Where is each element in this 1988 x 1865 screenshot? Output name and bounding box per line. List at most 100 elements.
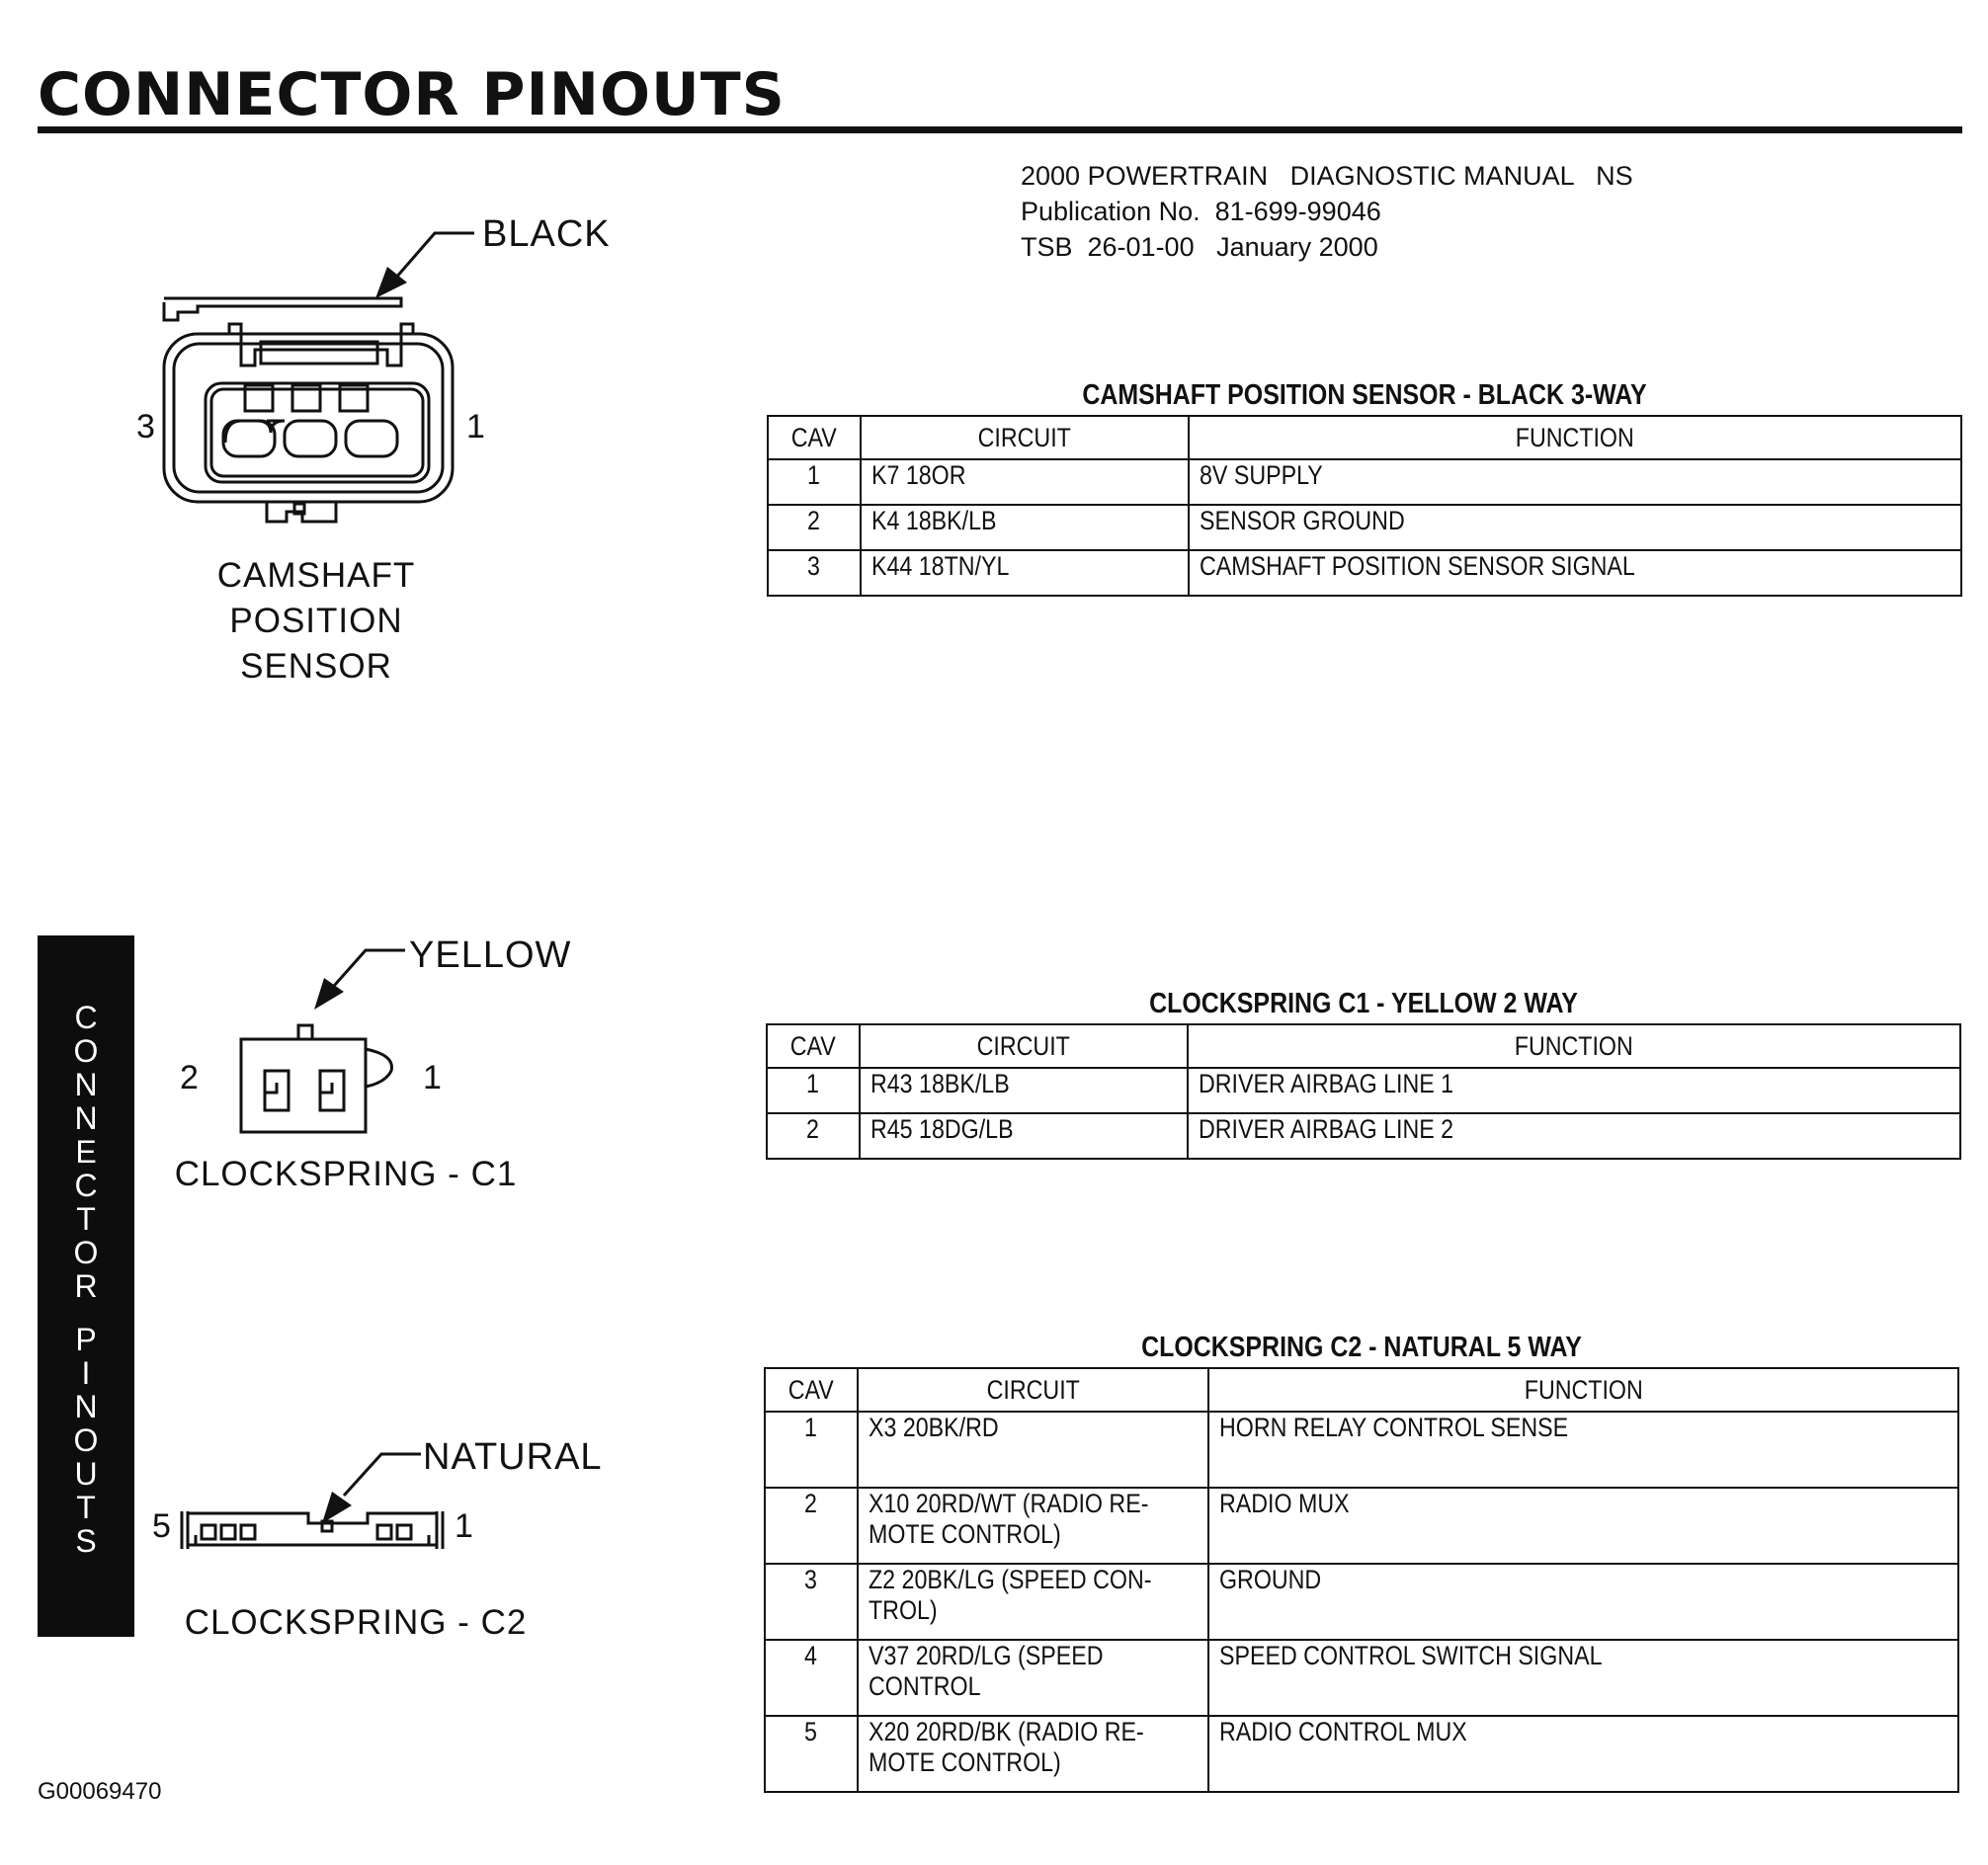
publication-line-1: 2000 POWERTRAIN DIAGNOSTIC MANUAL NS xyxy=(1021,161,1633,191)
header-function: FUNCTION xyxy=(1207,1367,1959,1413)
side-tab-letter: I xyxy=(81,1355,91,1391)
header-cav: CAV xyxy=(767,415,862,460)
table-header-row: CAV CIRCUIT FUNCTION xyxy=(764,1367,1959,1413)
circuit-cell: K4 18BK/LB xyxy=(860,504,1190,551)
header-circuit: CIRCUIT xyxy=(856,1367,1210,1413)
c1-pin-left: 2 xyxy=(180,1059,199,1096)
table-row: 3 K44 18TN/YL CAMSHAFT POSITION SENSOR S… xyxy=(767,549,1962,597)
connector-color-yellow: YELLOW xyxy=(409,934,572,976)
function-cell: SPEED CONTROL SWITCH SIGNAL xyxy=(1207,1639,1959,1717)
table-row: 1 X3 20BK/RD HORN RELAY CONTROL SENSE xyxy=(764,1411,1959,1489)
publication-line-2: Publication No. 81-699-99046 xyxy=(1021,197,1381,226)
table-header-row: CAV CIRCUIT FUNCTION xyxy=(766,1023,1961,1069)
circuit-cell: R45 18DG/LB xyxy=(859,1112,1189,1160)
cav-cell: 1 xyxy=(766,1067,861,1114)
camshaft-connector-label: CAMSHAFT POSITION SENSOR xyxy=(158,553,474,689)
title-rule xyxy=(38,126,1962,133)
function-cell: CAMSHAFT POSITION SENSOR SIGNAL xyxy=(1188,549,1962,597)
function-cell: RADIO CONTROL MUX xyxy=(1207,1715,1959,1793)
publication-info: 2000 POWERTRAIN DIAGNOSTIC MANUAL NS Pub… xyxy=(1021,158,1633,265)
side-tab-letter: T xyxy=(76,1201,96,1237)
table-row: 3 Z2 20BK/LG (SPEED CON-TROL) GROUND xyxy=(764,1563,1959,1641)
publication-line-3: TSB 26-01-00 January 2000 xyxy=(1021,232,1378,262)
cav-cell: 1 xyxy=(767,458,862,506)
function-cell: HORN RELAY CONTROL SENSE xyxy=(1207,1411,1959,1489)
c1-pin-right: 1 xyxy=(423,1059,442,1096)
c1-connector-label: CLOCKSPRING - C1 xyxy=(174,1155,518,1193)
camshaft-pinout-table: CAV CIRCUIT FUNCTION 1 K7 18OR 8V SUPPLY… xyxy=(767,415,1962,597)
header-circuit: CIRCUIT xyxy=(859,1023,1189,1069)
side-tab-gap xyxy=(38,1303,134,1323)
clockspring-c1-diagram xyxy=(239,948,405,1134)
side-tab-letter: R xyxy=(74,1268,98,1304)
circuit-cell: K7 18OR xyxy=(860,458,1190,506)
function-cell: 8V SUPPLY xyxy=(1188,458,1962,506)
table-row: 2 K4 18BK/LB SENSOR GROUND xyxy=(767,504,1962,551)
connector-color-black: BLACK xyxy=(482,213,611,255)
circuit-cell: X3 20BK/RD xyxy=(856,1411,1210,1489)
c1-pinout-table: CAV CIRCUIT FUNCTION 1 R43 18BK/LB DRIVE… xyxy=(766,1023,1961,1160)
connector-name-line: CAMSHAFT xyxy=(216,556,416,595)
connector-name-line: SENSOR xyxy=(240,647,392,686)
header-cav: CAV xyxy=(764,1367,859,1413)
page-title: CONNECTOR PINOUTS xyxy=(38,60,786,129)
circuit-cell: X10 20RD/WT (RADIO RE-MOTE CONTROL) xyxy=(856,1487,1210,1565)
side-tab-letter: U xyxy=(74,1456,98,1492)
circuit-cell: K44 18TN/YL xyxy=(860,549,1190,597)
header-cav: CAV xyxy=(766,1023,861,1069)
header-function: FUNCTION xyxy=(1188,415,1962,460)
table-row: 5 X20 20RD/BK (RADIO RE-MOTE CONTROL) RA… xyxy=(764,1715,1959,1793)
circuit-cell: Z2 20BK/LG (SPEED CON-TROL) xyxy=(856,1563,1210,1641)
table-row: 1 K7 18OR 8V SUPPLY xyxy=(767,458,1962,506)
function-cell: GROUND xyxy=(1207,1563,1959,1641)
connector-name-line: POSITION xyxy=(229,602,403,640)
table-row: 2 X10 20RD/WT (RADIO RE-MOTE CONTROL) RA… xyxy=(764,1487,1959,1565)
c2-connector-label: CLOCKSPRING - C2 xyxy=(184,1603,528,1642)
c2-pin-right: 1 xyxy=(455,1507,473,1545)
side-tab-letter: O xyxy=(73,1235,99,1270)
side-tab-letter: N xyxy=(74,1389,98,1424)
connector-color-natural: NATURAL xyxy=(423,1436,603,1478)
side-tab-letter: S xyxy=(75,1523,97,1559)
cav-cell: 3 xyxy=(764,1563,859,1641)
cav-cell: 2 xyxy=(766,1112,861,1160)
side-tab-letter: C xyxy=(74,1168,98,1203)
table-title-camshaft: CAMSHAFT POSITION SENSOR - BLACK 3-WAY xyxy=(1082,379,1647,411)
side-tab-letter: E xyxy=(75,1134,97,1170)
side-tab-letter: C xyxy=(74,1000,98,1035)
side-tab-letter: O xyxy=(73,1422,99,1458)
table-title-c1: CLOCKSPRING C1 - YELLOW 2 WAY xyxy=(1149,988,1578,1019)
side-tab-letter: T xyxy=(76,1490,96,1525)
side-tab-letter: N xyxy=(74,1100,98,1136)
header-circuit: CIRCUIT xyxy=(860,415,1190,460)
side-tab-letter: O xyxy=(73,1033,99,1069)
cav-cell: 2 xyxy=(767,504,862,551)
function-cell: RADIO MUX xyxy=(1207,1487,1959,1565)
camshaft-connector-diagram xyxy=(162,231,474,524)
side-tab-letter: P xyxy=(75,1322,97,1357)
function-cell: DRIVER AIRBAG LINE 2 xyxy=(1187,1112,1961,1160)
c2-pinout-table: CAV CIRCUIT FUNCTION 1 X3 20BK/RD HORN R… xyxy=(764,1367,1959,1793)
function-cell: DRIVER AIRBAG LINE 1 xyxy=(1187,1067,1961,1114)
c2-pin-left: 5 xyxy=(152,1507,171,1545)
header-function: FUNCTION xyxy=(1187,1023,1961,1069)
camshaft-pin-left: 3 xyxy=(136,408,155,446)
cav-cell: 3 xyxy=(767,549,862,597)
table-header-row: CAV CIRCUIT FUNCTION xyxy=(767,415,1962,460)
cav-cell: 1 xyxy=(764,1411,859,1489)
cav-cell: 4 xyxy=(764,1639,859,1717)
function-cell: SENSOR GROUND xyxy=(1188,504,1962,551)
side-tab-letter: N xyxy=(74,1067,98,1102)
figure-id: G00069470 xyxy=(38,1778,162,1805)
circuit-cell: R43 18BK/LB xyxy=(859,1067,1189,1114)
cav-cell: 2 xyxy=(764,1487,859,1565)
camshaft-pin-right: 1 xyxy=(466,408,485,446)
circuit-cell: X20 20RD/BK (RADIO RE-MOTE CONTROL) xyxy=(856,1715,1210,1793)
table-row: 1 R43 18BK/LB DRIVER AIRBAG LINE 1 xyxy=(766,1067,1961,1114)
table-title-c2: CLOCKSPRING C2 - NATURAL 5 WAY xyxy=(1141,1332,1582,1363)
table-row: 2 R45 18DG/LB DRIVER AIRBAG LINE 2 xyxy=(766,1112,1961,1160)
